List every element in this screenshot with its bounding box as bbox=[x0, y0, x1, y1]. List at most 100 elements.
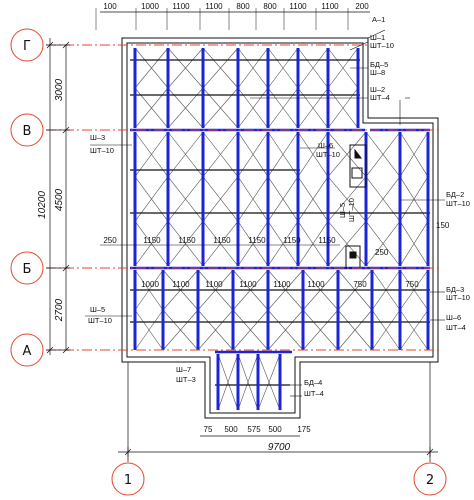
brace bbox=[237, 131, 269, 177]
dim-height-part: 4500 bbox=[54, 188, 65, 211]
axis-lines bbox=[46, 44, 440, 351]
dim-mid-row2: 750 bbox=[353, 280, 367, 289]
dim-top: 1100 bbox=[205, 2, 223, 11]
brace bbox=[217, 353, 239, 411]
dim-top: 1100 bbox=[172, 2, 190, 11]
dim-mid-row1: 1150 bbox=[143, 236, 161, 245]
dim-side: 150 bbox=[436, 221, 450, 230]
dim-bottom-small: 75 bbox=[204, 425, 213, 434]
dim-top: 800 bbox=[263, 2, 277, 11]
dim-bottom-small: 500 bbox=[224, 425, 238, 434]
brace bbox=[297, 221, 329, 267]
dim-bottom-small: 575 bbox=[247, 425, 261, 434]
mark-sh6b: Ш–6 bbox=[446, 313, 461, 322]
brace bbox=[267, 309, 304, 351]
brace bbox=[365, 176, 401, 222]
dim-mid-row1: 1150 bbox=[178, 236, 196, 245]
brace bbox=[134, 131, 169, 177]
stair-block bbox=[345, 144, 367, 269]
dim-mid-row2: 1100 bbox=[273, 280, 291, 289]
dim-mid-row1: 1150 bbox=[283, 236, 301, 245]
dim-top: 1100 bbox=[289, 2, 307, 11]
axis-label-col: 1 bbox=[124, 473, 132, 488]
cross-bracing bbox=[134, 47, 429, 411]
dim-top: 800 bbox=[236, 2, 250, 11]
mark-bd4: БД–4 bbox=[304, 378, 322, 387]
brace bbox=[134, 309, 164, 351]
brace bbox=[371, 309, 401, 351]
brace bbox=[202, 47, 239, 89]
dim-mid-row2: 1100 bbox=[172, 280, 190, 289]
brace bbox=[162, 309, 199, 351]
dim-bottom-small: 500 bbox=[268, 425, 282, 434]
axis-label-row: Б bbox=[23, 262, 32, 277]
dim-mid-row1: 250 bbox=[103, 236, 117, 245]
brace bbox=[167, 131, 204, 177]
dim-mid-row2: 1100 bbox=[239, 280, 257, 289]
mark-sht4: ШТ–4 bbox=[370, 93, 390, 102]
dim-mid-row1: 1150 bbox=[248, 236, 266, 245]
axis-row-G: Г bbox=[10, 28, 44, 62]
mark-sht10: ШТ–10 bbox=[446, 199, 470, 208]
axis-row-V: В bbox=[10, 113, 44, 147]
mark-sh1: Ш–1 bbox=[370, 33, 385, 42]
building-outline bbox=[121, 37, 439, 419]
brace bbox=[297, 176, 329, 222]
brace bbox=[399, 221, 429, 267]
dim-mid-row1: 1150 bbox=[213, 236, 231, 245]
brace bbox=[297, 47, 329, 89]
mark-sh8: Ш–8 bbox=[370, 68, 385, 77]
dim-top: 200 bbox=[355, 2, 369, 11]
mark-sh6: Ш–6 bbox=[318, 141, 333, 150]
mark-sh5: Ш–5 bbox=[90, 305, 105, 314]
vertical-axis-lines bbox=[127, 362, 431, 462]
mark-bd3: БД–3 bbox=[446, 285, 464, 294]
dim-mid-row2: 750 bbox=[405, 280, 419, 289]
blue-frames bbox=[133, 48, 430, 410]
brace bbox=[237, 353, 259, 411]
mark-bd2: БД–2 bbox=[446, 190, 464, 199]
dim-mid-row2: 1000 bbox=[141, 280, 159, 289]
brace bbox=[327, 47, 359, 89]
axis-row-B: Б bbox=[10, 251, 44, 285]
axis-row-A: А bbox=[10, 333, 44, 367]
brace bbox=[232, 309, 269, 351]
mark-sht10: ШТ–10 bbox=[347, 198, 356, 222]
mark-sht10: ШТ–10 bbox=[316, 150, 340, 159]
brace bbox=[237, 176, 269, 222]
mark-sht4: ШТ–4 bbox=[304, 389, 324, 398]
dim-mid-row2: 1100 bbox=[307, 280, 325, 289]
brace bbox=[134, 221, 169, 267]
mark-sht10: ШТ–10 bbox=[90, 146, 114, 155]
axis-label-col: 2 bbox=[426, 473, 434, 488]
brace bbox=[202, 221, 239, 267]
brace bbox=[267, 221, 299, 267]
brace bbox=[167, 176, 204, 222]
brace bbox=[237, 47, 269, 89]
brace bbox=[302, 309, 339, 351]
brace bbox=[197, 309, 234, 351]
axis-label-row: А bbox=[23, 344, 32, 359]
tie-beams bbox=[130, 59, 430, 386]
brace bbox=[134, 47, 169, 89]
dim-top: 100 bbox=[103, 2, 117, 11]
brace bbox=[399, 176, 429, 222]
brace bbox=[202, 176, 239, 222]
dim-top: 1100 bbox=[321, 2, 339, 11]
mark-sht10: ШТ–10 bbox=[446, 293, 470, 302]
mark-sht3: ШТ–3 bbox=[176, 375, 196, 384]
brace bbox=[267, 131, 299, 177]
brace bbox=[267, 47, 299, 89]
dim-side: 250 bbox=[375, 248, 389, 257]
brace bbox=[327, 131, 367, 177]
bottom-dimension-chain bbox=[118, 435, 438, 457]
mark-bd5: БД–5 bbox=[370, 60, 388, 69]
axis-label-row: Г bbox=[23, 39, 31, 54]
mark-sh3: Ш–3 bbox=[90, 133, 105, 142]
axis-col-1: 1 bbox=[111, 462, 145, 496]
mark-sht4: ШТ–4 bbox=[446, 323, 466, 332]
dim-overall-height: 10200 bbox=[37, 191, 48, 219]
